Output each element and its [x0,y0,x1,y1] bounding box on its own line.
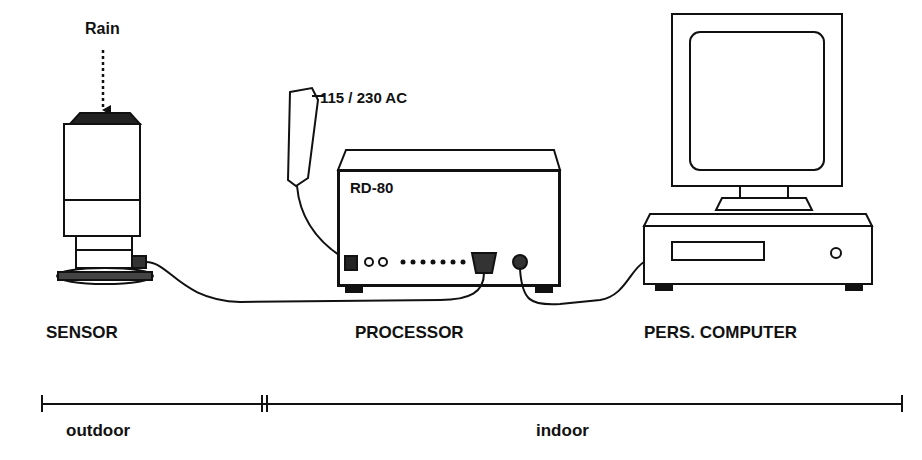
processor-housing [338,150,560,292]
zone-label: indoor [536,421,589,441]
device-name: RD-80 [350,179,548,196]
zone-label: outdoor [66,421,130,441]
sensor-symbol [57,113,153,284]
bracket [42,395,902,412]
part-name: PERS. COMPUTER [644,323,797,343]
voltage-label: 115 / 230 AC [320,89,407,106]
processor-box: RD-80 [338,170,560,286]
part-name: PROCESSOR [355,323,464,343]
rain-arrow [102,50,105,110]
weather-label: Rain [85,20,120,38]
part-name: SENSOR [46,323,118,343]
cable [146,262,644,304]
computer-symbol [644,14,872,290]
